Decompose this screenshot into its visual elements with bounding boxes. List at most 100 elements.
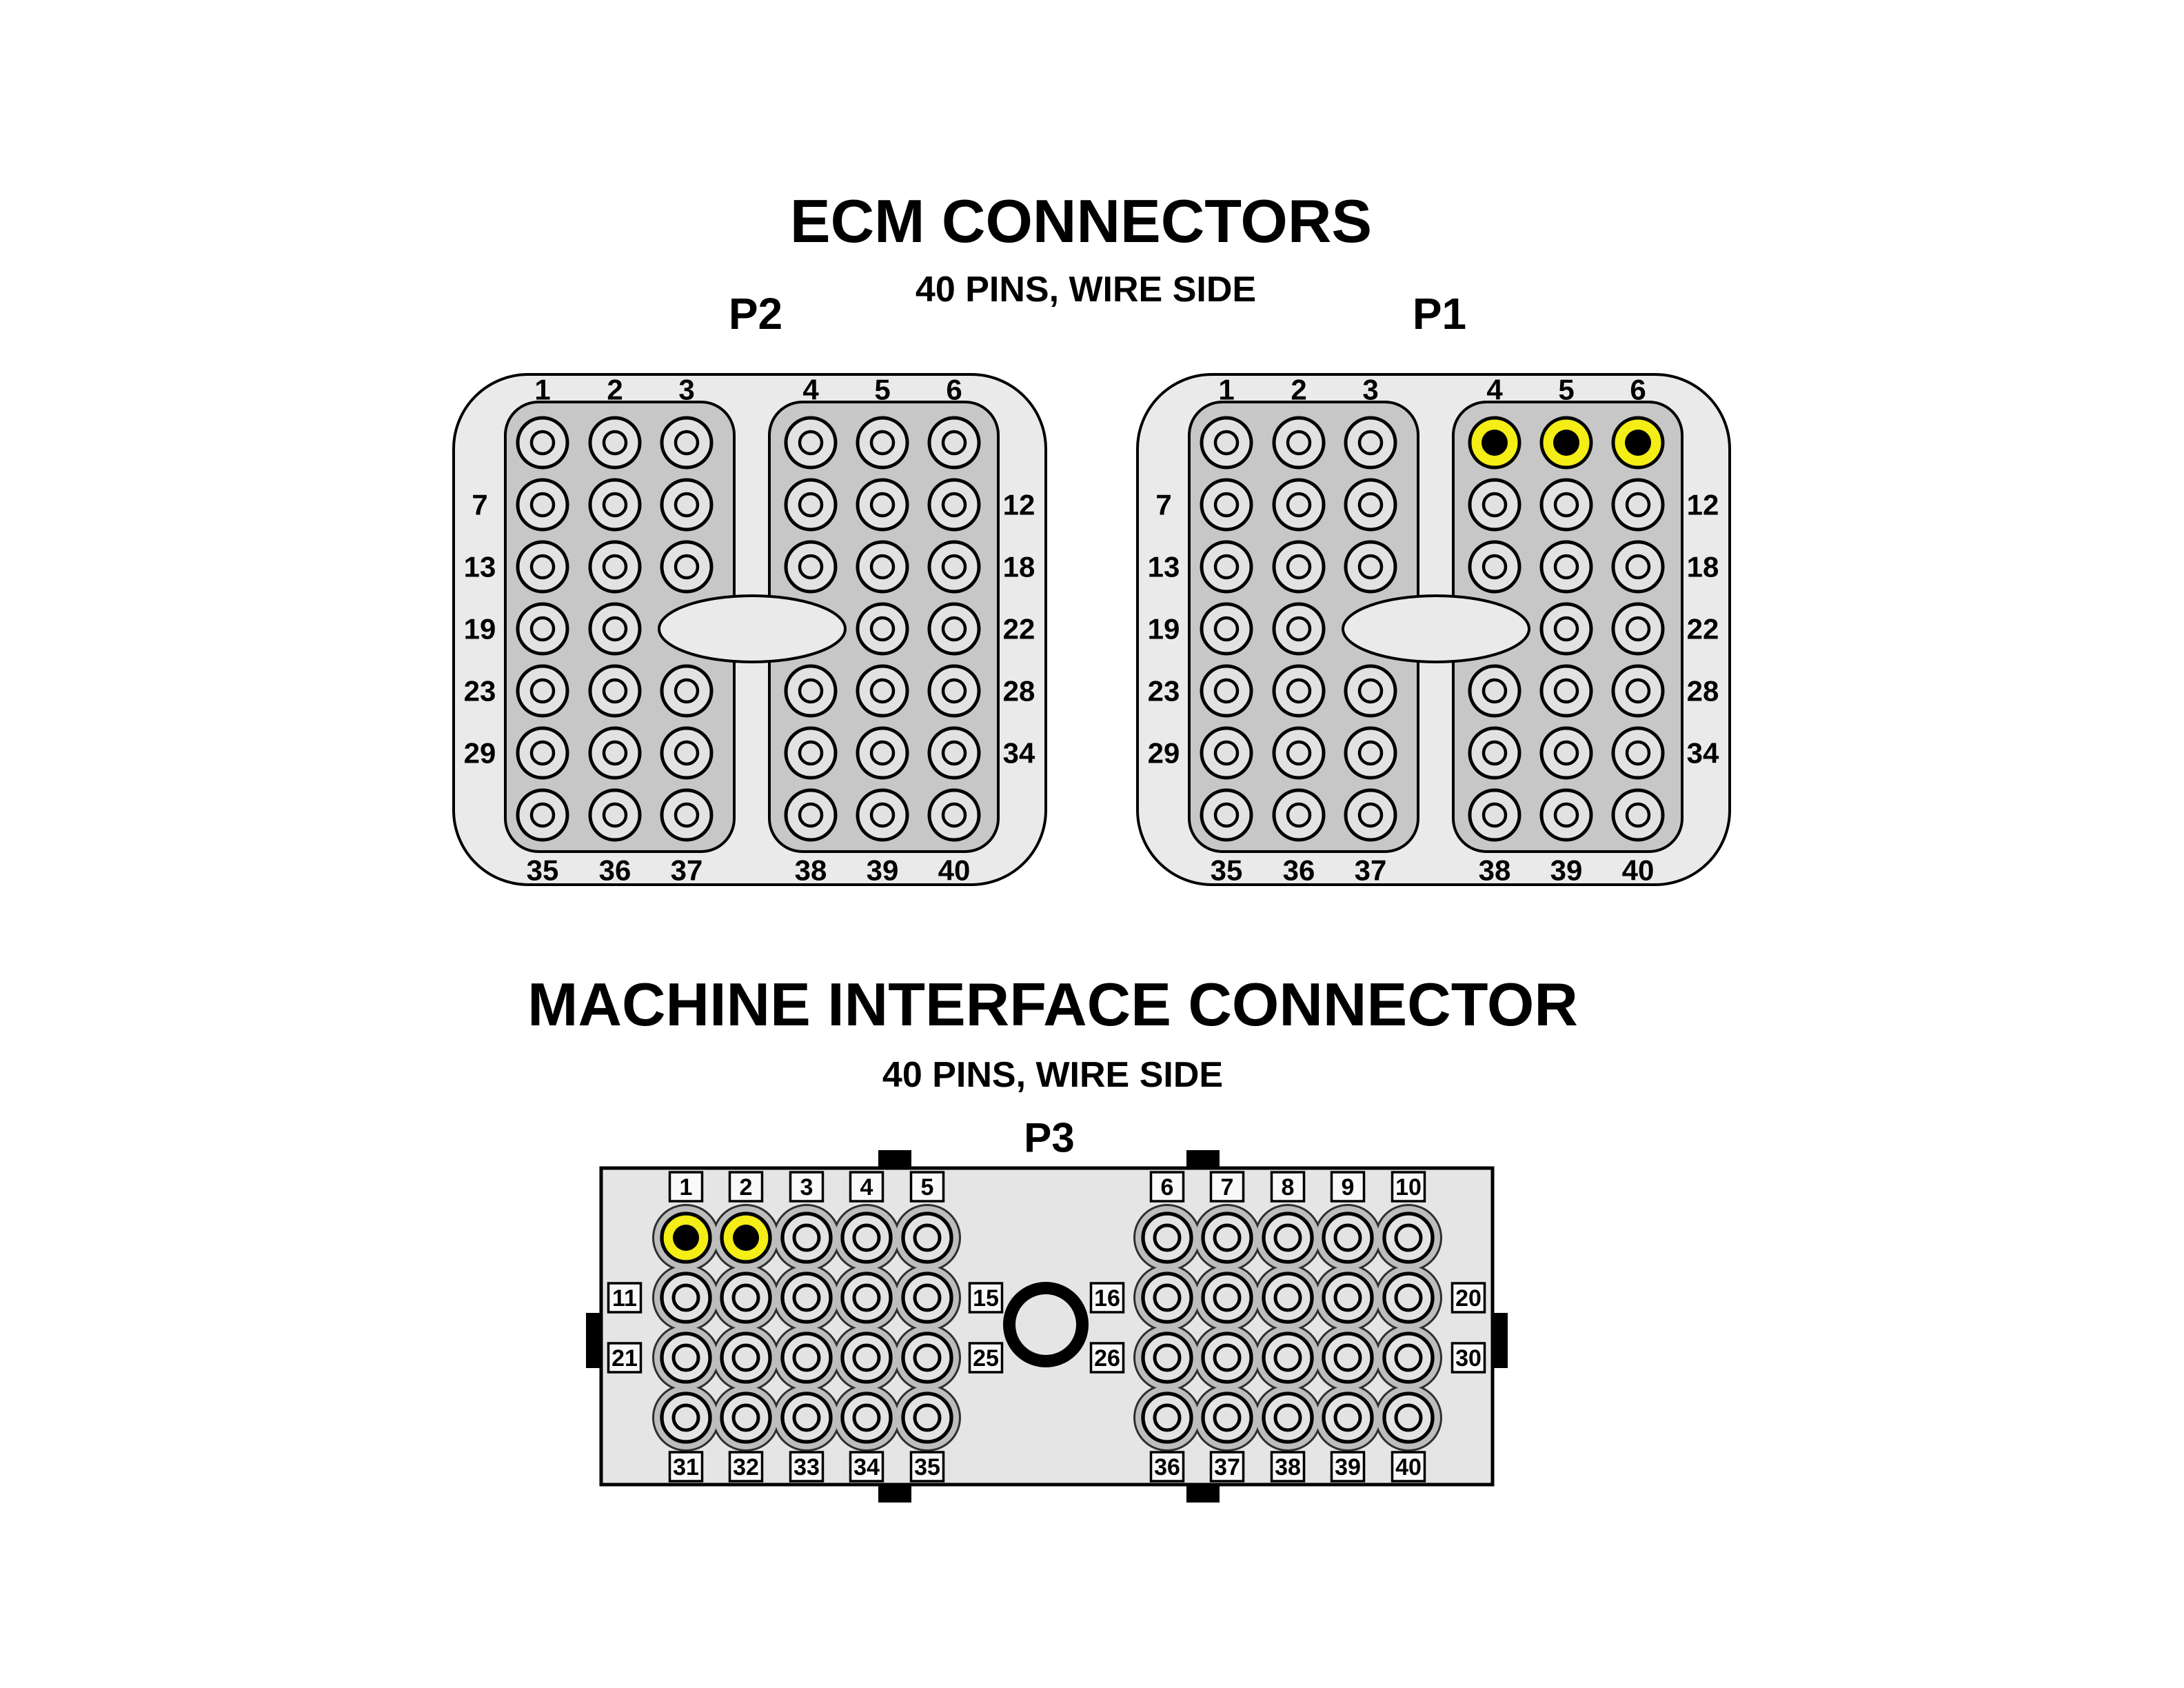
pin-box-frame [968, 1282, 1004, 1314]
p3-pin-box-34: 34 [849, 1451, 884, 1483]
pin-highlight-center [1553, 430, 1579, 456]
p1-pin-20 [1272, 602, 1326, 656]
p2-bottom-label-36: 36 [599, 854, 631, 887]
p2-left-label-7: 7 [472, 489, 487, 521]
pin-inner-ring [852, 1283, 881, 1312]
p3-top-tab-1 [878, 1150, 911, 1169]
pin-inner-ring [731, 1283, 760, 1312]
p2-left-label-13: 13 [464, 551, 496, 583]
pin-inner-ring [1213, 430, 1240, 456]
pin-box-number: 40 [1395, 1454, 1422, 1480]
pin-inner-ring [1625, 802, 1651, 828]
p3-pin-box-36: 36 [1149, 1451, 1185, 1483]
p1-pin-8 [1272, 478, 1326, 532]
p2-top-label-5: 5 [874, 374, 890, 406]
p3-label: P3 [1024, 1115, 1074, 1161]
pin-inner-ring [1625, 554, 1651, 580]
p1-pin-17 [1539, 540, 1593, 594]
p1-top-label-1: 1 [1218, 374, 1234, 406]
pin-box-number: 11 [612, 1285, 637, 1312]
pin-inner-ring [792, 1223, 821, 1252]
pin-inner-ring [1394, 1403, 1423, 1432]
p3-pin-23 [780, 1332, 833, 1384]
pin-inner-ring [1213, 802, 1240, 828]
pin-box-frame [1270, 1171, 1306, 1203]
p2-top-label-4: 4 [802, 374, 819, 406]
p2-pin-29 [516, 726, 569, 780]
pin-box-frame [728, 1171, 764, 1203]
p3-pin-31 [660, 1391, 712, 1444]
pin-inner-ring [913, 1343, 942, 1372]
p1-pin-12 [1611, 478, 1665, 532]
p3-pin-38 [1262, 1391, 1314, 1444]
p2-pin-33 [856, 726, 909, 780]
pin-inner-ring [1553, 802, 1579, 828]
pin-inner-ring [798, 740, 824, 766]
pin-box-number: 16 [1094, 1285, 1120, 1312]
p3-pin-40 [1382, 1391, 1435, 1444]
p1-right-label-18: 18 [1687, 551, 1719, 583]
pin-box-frame [1450, 1282, 1486, 1314]
p2-pin-34 [927, 726, 981, 780]
pin-inner-ring [1482, 492, 1508, 518]
p2-right-label-18: 18 [1003, 551, 1035, 583]
p1-bottom-label-37: 37 [1355, 854, 1387, 887]
pin-inner-ring [1333, 1343, 1362, 1372]
pin-inner-ring [1394, 1223, 1423, 1252]
pin-inner-ring [1553, 554, 1579, 580]
p3-pin-18 [1262, 1272, 1314, 1324]
pin-inner-ring [913, 1223, 942, 1252]
pin-inner-ring [602, 678, 628, 704]
p3-pin-box-11: 11 [607, 1282, 643, 1314]
pin-inner-ring [798, 430, 824, 456]
p1-pin-6 [1611, 416, 1665, 470]
p3-pin-20 [1382, 1272, 1435, 1324]
p3-pin-9 [1322, 1212, 1374, 1264]
p1-pin-27 [1539, 664, 1593, 718]
pin-box-frame [607, 1342, 643, 1374]
pin-highlight-center [1482, 430, 1508, 456]
p2-pin-3 [660, 416, 714, 470]
pin-inner-ring [1213, 740, 1240, 766]
pin-inner-ring [1357, 492, 1384, 518]
p2-pin-27 [856, 664, 909, 718]
pin-inner-ring [1286, 678, 1312, 704]
pin-box-number: 10 [1395, 1174, 1422, 1200]
pin-inner-ring [1213, 1343, 1242, 1372]
p2-pin-25 [660, 664, 714, 718]
pin-inner-ring [1625, 740, 1651, 766]
p1-pin-16 [1468, 540, 1521, 594]
p1-pin-22 [1611, 602, 1665, 656]
pin-inner-ring [1273, 1403, 1302, 1432]
pin-inner-ring [1357, 554, 1384, 580]
p2-left-label-19: 19 [464, 613, 496, 645]
p3-pin-box-16: 16 [1089, 1282, 1125, 1314]
pin-inner-ring [1286, 616, 1312, 642]
p3-pin-17 [1201, 1272, 1253, 1324]
p3-pin-box-40: 40 [1391, 1451, 1426, 1483]
p2-pin-31 [660, 726, 714, 780]
p1-pin-15 [1344, 540, 1397, 594]
pin-inner-ring [1213, 1223, 1242, 1252]
p3-pin-35 [901, 1391, 953, 1444]
p3-pin-15 [901, 1272, 953, 1324]
pin-inner-ring [1333, 1403, 1362, 1432]
pin-inner-ring [1286, 430, 1312, 456]
p1-left-label-23: 23 [1148, 675, 1180, 707]
pin-box-number: 20 [1455, 1285, 1482, 1312]
p2-right-label-28: 28 [1003, 675, 1035, 707]
pin-inner-ring [1357, 678, 1384, 704]
p3-pin-box-30: 30 [1450, 1342, 1486, 1374]
pin-inner-ring [941, 492, 967, 518]
pin-inner-ring [674, 430, 700, 456]
p3-pin-6 [1141, 1212, 1193, 1264]
p3-pin-33 [780, 1391, 833, 1444]
p1-pin-9 [1344, 478, 1397, 532]
pin-inner-ring [1357, 430, 1384, 456]
p1-top-label-5: 5 [1558, 374, 1574, 406]
p3-pin-box-3: 3 [789, 1171, 825, 1203]
p1-pin-28 [1611, 664, 1665, 718]
